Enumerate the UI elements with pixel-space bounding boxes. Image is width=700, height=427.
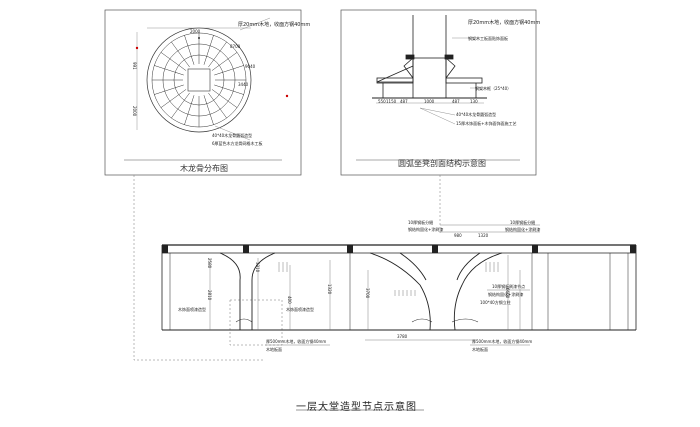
section-note-right-1: 钢架木工板面贴饰面板 bbox=[468, 36, 508, 41]
plan-dim: 8700 bbox=[230, 44, 241, 49]
elev-callout-bottom-right: 厚500mm木地，收面方钢40mm bbox=[472, 339, 533, 344]
elev-dim-top: 1320 bbox=[478, 233, 489, 238]
plan-note-bottom-2: 6厚蓝色木方龙骨网格木工板 bbox=[212, 141, 263, 146]
elevation-hatching bbox=[278, 262, 499, 296]
plan-rib bbox=[208, 92, 227, 119]
elev-dim-vertical: 6600 bbox=[505, 288, 510, 299]
elevation-columns bbox=[219, 252, 503, 331]
plan-rib bbox=[214, 65, 244, 76]
plan-note-bottom-1: 40*40木龙骨圆弧造型 bbox=[212, 133, 253, 138]
section-bench bbox=[372, 15, 487, 99]
elevation-benches bbox=[235, 318, 479, 323]
elev-dim-vertical: 3310 bbox=[255, 262, 260, 273]
section-note-right-2: 钢架木框（25*40） bbox=[475, 86, 512, 91]
elev-dim-vertical: 1320 bbox=[327, 284, 332, 295]
elev-dim-vertical: 3700 bbox=[365, 288, 370, 299]
section-dim: 1000 bbox=[424, 99, 435, 104]
section-dim: 487 bbox=[400, 99, 408, 104]
drawing-title: 一层大堂造型节点示意图 bbox=[296, 402, 417, 413]
plan-dim: 991 bbox=[132, 62, 137, 70]
elev-dim-vertical: 2810 bbox=[207, 290, 212, 301]
elev-callout-mid-right: 10厚钢板刷漆节点 bbox=[492, 284, 526, 289]
plan-rib bbox=[203, 35, 214, 65]
plan-rib bbox=[214, 84, 244, 95]
plan-rib bbox=[171, 92, 190, 119]
elevation-dim-lines bbox=[209, 224, 540, 346]
elev-dim-top: 980 bbox=[454, 233, 462, 238]
section-note-bottom-1: 40*40木龙骨圆弧造型 bbox=[456, 112, 497, 117]
plan-rib bbox=[160, 89, 187, 108]
plan-circle bbox=[146, 27, 252, 133]
plan-rib bbox=[184, 35, 195, 65]
section-note-bottom-2: 15厚木饰面板+木饰面饰面施工艺 bbox=[456, 121, 517, 126]
elev-dim-vertical: 2580 bbox=[207, 258, 212, 269]
plan-rib bbox=[211, 89, 238, 108]
plan-rib bbox=[160, 52, 187, 71]
plan-rib bbox=[171, 41, 190, 68]
plan-dim: 9040 bbox=[245, 64, 256, 69]
plan-view-frame bbox=[104, 9, 302, 176]
plan-rib bbox=[154, 84, 184, 95]
plan-rib bbox=[154, 65, 184, 76]
plan-rib bbox=[208, 41, 227, 68]
elev-callout-bottom-left-2: 木地板面 bbox=[266, 347, 282, 352]
section-dim: 130 bbox=[470, 99, 478, 104]
elev-callout-mid-right-3: 100*40方钢立柱 bbox=[480, 300, 511, 305]
elev-dim-vertical: 400 bbox=[287, 296, 292, 304]
plan-note-top: 厚20mm木地，收面方钢40mm bbox=[238, 22, 311, 28]
section-dim: 550 bbox=[378, 99, 386, 104]
elevation-frame bbox=[161, 244, 637, 331]
section-dim: 1150 bbox=[386, 99, 397, 104]
plan-rib bbox=[211, 52, 238, 71]
plan-dim: 3440 bbox=[238, 82, 249, 87]
elev-callout-mid-right-2: 钢结构固化+涂刷漆 bbox=[488, 292, 524, 297]
plan-dim: 2000 bbox=[132, 106, 137, 117]
plan-dim: 2000 bbox=[190, 29, 201, 34]
elev-callout-top-left-2: 钢结构固化+涂刷漆 bbox=[408, 227, 444, 232]
section-note-top: 厚20mm木地，收面方钢40mm bbox=[468, 20, 541, 26]
elev-callout-center: 木饰面喷漆造型 bbox=[286, 307, 314, 312]
section-dim: 487 bbox=[452, 99, 460, 104]
elev-callout-bottom-left: 厚500mm木地，收面方钢40mm bbox=[266, 339, 327, 344]
elev-dim-bottom: 3780 bbox=[397, 334, 408, 339]
elev-callout-left: 木饰面喷漆造型 bbox=[178, 307, 206, 312]
plan-rib bbox=[203, 95, 214, 125]
section-dim-lines bbox=[376, 37, 490, 125]
elev-callout-top-right-2: 钢结构固化+涂刷漆 bbox=[505, 227, 541, 232]
elev-callout-top-right: 10厚钢板分缝 bbox=[510, 220, 536, 225]
section-view-frame bbox=[340, 9, 537, 176]
section-caption: 圆弧坐凳剖面结构示意图 bbox=[398, 159, 486, 168]
elevation-joists bbox=[162, 245, 636, 253]
elev-callout-top-left: 10厚钢板分缝 bbox=[408, 220, 434, 225]
elev-callout-bottom-right-2: 木地板面 bbox=[472, 347, 488, 352]
plan-dim-lines bbox=[135, 17, 289, 141]
plan-caption: 木龙骨分布图 bbox=[180, 164, 228, 173]
plan-rib bbox=[184, 95, 195, 125]
